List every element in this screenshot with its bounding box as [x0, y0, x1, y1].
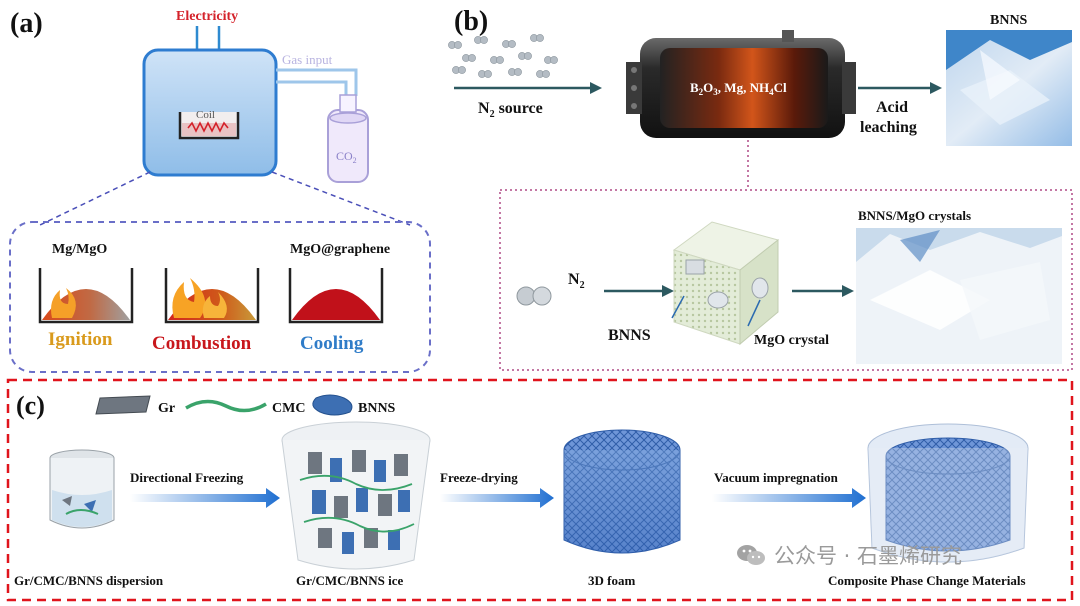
ignition-label: Ignition	[48, 329, 113, 350]
electricity-label: Electricity	[176, 9, 238, 24]
heating-coil	[187, 121, 229, 133]
cmc-icon	[185, 399, 267, 413]
zoom-line	[271, 171, 411, 226]
panel-b-label: (b)	[454, 6, 488, 37]
gas-input-label: Gas input	[282, 52, 333, 67]
bnns-mgo-crystals-label: BNNS/MgO crystals	[858, 208, 971, 223]
bnns-title: BNNS	[990, 13, 1028, 28]
cooling-label: Cooling	[300, 333, 364, 354]
mgo-graphene-label: MgO@graphene	[290, 242, 390, 257]
wechat-icon	[737, 545, 765, 565]
bnns-mgo-crystals-photo	[856, 228, 1062, 364]
bnns-label: BNNS	[608, 327, 651, 344]
gas-line	[276, 68, 358, 96]
bnns-cube	[672, 221, 780, 346]
arrow-head	[842, 285, 854, 297]
legend-cmc: CMC	[272, 401, 305, 416]
panel-b: (b) N2 source B2O3, Mg, NH	[448, 6, 1073, 371]
flame-icon	[51, 288, 76, 318]
bottle-neck	[339, 94, 357, 113]
cooling-beaker	[288, 268, 384, 324]
arrow-head	[590, 82, 602, 94]
panel-c-label: (c)	[16, 391, 45, 420]
n2-molecule-icon	[516, 286, 536, 306]
composite-pcm	[867, 423, 1029, 563]
caption-foam: 3D foam	[588, 573, 635, 588]
watermark-text: 公众号 · 石墨烯研究	[774, 544, 963, 568]
dispersion-beaker	[49, 449, 115, 529]
freeze-drying-arrow	[440, 488, 554, 508]
ignition-beaker	[38, 268, 134, 324]
gas-line	[276, 80, 348, 100]
directional-freezing-arrow	[130, 488, 280, 508]
n2-molecule-icon	[532, 286, 552, 306]
caption-dispersion: Gr/CMC/BNNS dispersion	[14, 573, 164, 588]
panel-c-frame	[6, 378, 1074, 602]
panel-a: (a) Electricity Coil Gas input CO2 Mg/Mg…	[9, 8, 431, 373]
flame-icon	[172, 278, 206, 318]
caption-composite: Composite Phase Change Materials	[828, 573, 1026, 588]
flame-icon	[202, 292, 227, 318]
mg-mgo-label: Mg/MgO	[52, 242, 107, 257]
n2-label: N2	[568, 271, 585, 291]
leaching-label: leaching	[860, 119, 917, 136]
bottle-top	[329, 112, 367, 124]
panel-c: (c) Gr CMC BNNS Directional Freezing	[6, 378, 1074, 602]
mechanism-box	[499, 189, 1073, 371]
mgo-pointer	[747, 299, 761, 327]
combustion-label: Combustion	[152, 333, 252, 354]
co2-label: CO2	[336, 149, 357, 165]
tube-reactor	[626, 30, 856, 138]
combustion-stages-box	[9, 221, 431, 373]
zoom-line	[39, 171, 151, 226]
ice-block	[281, 421, 431, 570]
legend-gr: Gr	[158, 401, 175, 416]
mgo-crystal-label: MgO crystal	[754, 333, 829, 348]
wechat-watermark: 公众号 · 石墨烯研究	[736, 540, 962, 570]
vacuum-impregnation-arrow	[712, 488, 866, 508]
step3-label: Vacuum impregnation	[714, 470, 839, 485]
arrow-head	[662, 285, 674, 297]
bnns-pointer	[671, 295, 685, 319]
step1-label: Directional Freezing	[130, 470, 244, 485]
reactor-contents-label: B2O3, Mg, NH4Cl	[690, 80, 787, 97]
panel-a-label: (a)	[10, 8, 43, 39]
graphene-icon	[95, 395, 151, 415]
arrow-head	[930, 82, 942, 94]
coil-label: Coil	[196, 109, 215, 121]
step2-label: Freeze-drying	[440, 470, 518, 485]
n2-source-label: N2 source	[478, 100, 543, 120]
bnns-icon	[312, 394, 353, 416]
acid-label: Acid	[876, 99, 908, 116]
n2-molecule-cloud	[448, 34, 558, 78]
caption-ice: Gr/CMC/BNNS ice	[296, 573, 403, 588]
legend-bnns: BNNS	[358, 401, 396, 416]
combustion-beaker	[164, 268, 260, 324]
foam-cylinder	[563, 429, 681, 554]
bnns-photo	[946, 30, 1072, 146]
